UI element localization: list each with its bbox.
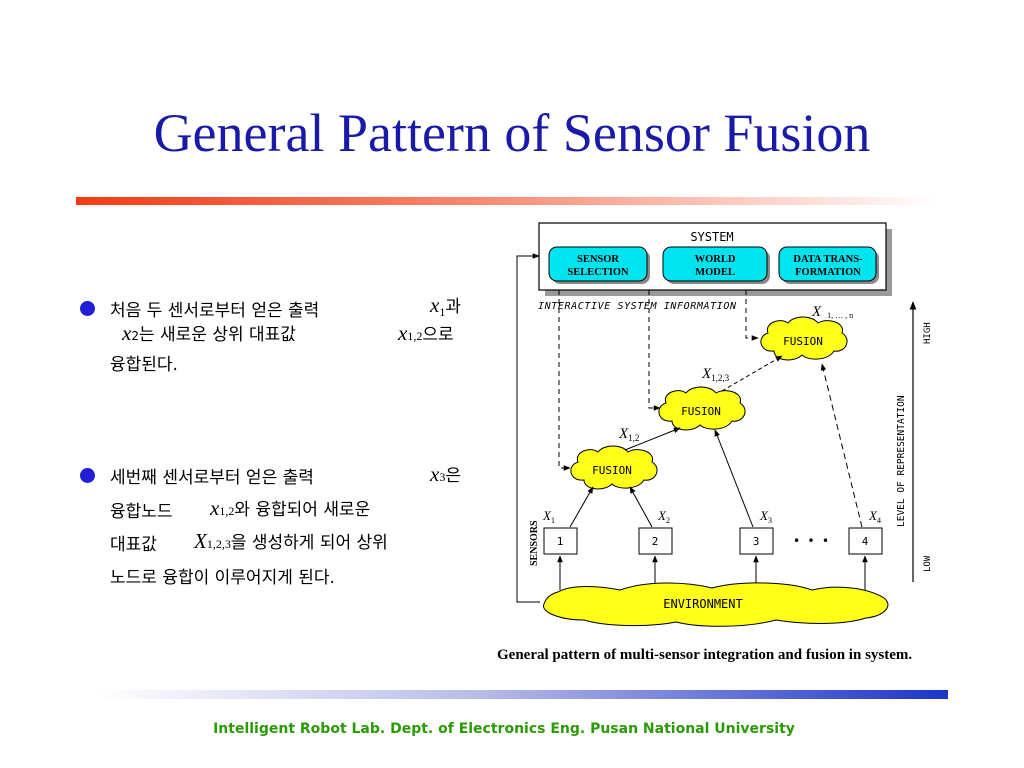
svg-text:FUSION: FUSION — [783, 335, 823, 348]
axis-low-label: LOW — [923, 555, 933, 572]
fusion-node-3: FUSION — [760, 316, 848, 361]
svg-text:FUSION: FUSION — [681, 405, 721, 418]
sensor-output-x4: X4 — [868, 508, 881, 525]
svg-text:MODEL: MODEL — [695, 267, 735, 278]
feedback-line — [516, 253, 540, 603]
fusion-node-1: FUSION — [570, 445, 658, 490]
svg-text:1: 1 — [557, 535, 564, 548]
axis-title: LEVEL OF REPRESENTATION — [896, 395, 907, 527]
svg-text:SELECTION: SELECTION — [567, 267, 629, 278]
svg-text:2: 2 — [652, 535, 659, 548]
sensor-input-arrows — [557, 555, 868, 590]
svg-text:ENVIRONMENT: ENVIRONMENT — [663, 597, 742, 611]
figure-caption: General pattern of multi-sensor integrat… — [497, 647, 913, 663]
svg-text:DATA TRANS-: DATA TRANS- — [793, 254, 863, 265]
world-model-block: WORLD MODEL — [662, 246, 770, 284]
output-label-x12: X1,2 — [618, 426, 639, 443]
bullet-dot — [80, 301, 95, 316]
sensor-output-x3: X3 — [759, 508, 772, 525]
svg-text:FORMATION: FORMATION — [795, 267, 861, 278]
fusion-arrows — [569, 355, 863, 528]
bullet-dot — [80, 468, 95, 483]
fusion-node-2: FUSION — [658, 386, 746, 431]
environment-cloud: ENVIRONMENT — [543, 582, 889, 627]
sensor-box-2: 2 — [638, 527, 673, 555]
sensor-box-3: 3 — [739, 527, 774, 555]
svg-text:SENSOR: SENSOR — [577, 254, 619, 265]
footer-text: Intelligent Robot Lab. Dept. of Electron… — [213, 721, 795, 737]
svg-text:3: 3 — [753, 535, 760, 548]
representation-axis: HIGH LEVEL OF REPRESENTATION LOW — [896, 301, 933, 582]
sensor-fusion-diagram: SYSTEM SENSOR SELECTION WORLD MODEL DATA… — [516, 222, 933, 627]
sensor-box-4: 4 — [848, 527, 883, 555]
svg-text:FUSION: FUSION — [592, 464, 632, 477]
sensor-output-x1: X1 — [542, 508, 555, 525]
svg-text:4: 4 — [862, 535, 869, 548]
sensor-box-1: 1 — [543, 527, 578, 555]
slide-title: General Pattern of Sensor Fusion — [153, 103, 871, 163]
output-label-x123: X1,2,3 — [701, 366, 730, 383]
sensor-output-x2: X2 — [657, 508, 670, 525]
axis-high-label: HIGH — [923, 322, 933, 344]
data-transformation-block: DATA TRANS- FORMATION — [778, 246, 879, 284]
sensors-label: SENSORS — [529, 520, 540, 566]
info-dashed-lines — [558, 290, 759, 471]
interactive-system-information-label: INTERACTIVE SYSTEM INFORMATION — [538, 301, 737, 312]
svg-text:WORLD: WORLD — [695, 254, 736, 265]
sensor-ellipsis: • • • — [793, 534, 829, 548]
sensor-selection-block: SENSOR SELECTION — [548, 246, 650, 284]
system-label: SYSTEM — [690, 230, 733, 244]
title-divider — [76, 197, 940, 205]
footer-divider — [96, 690, 948, 699]
